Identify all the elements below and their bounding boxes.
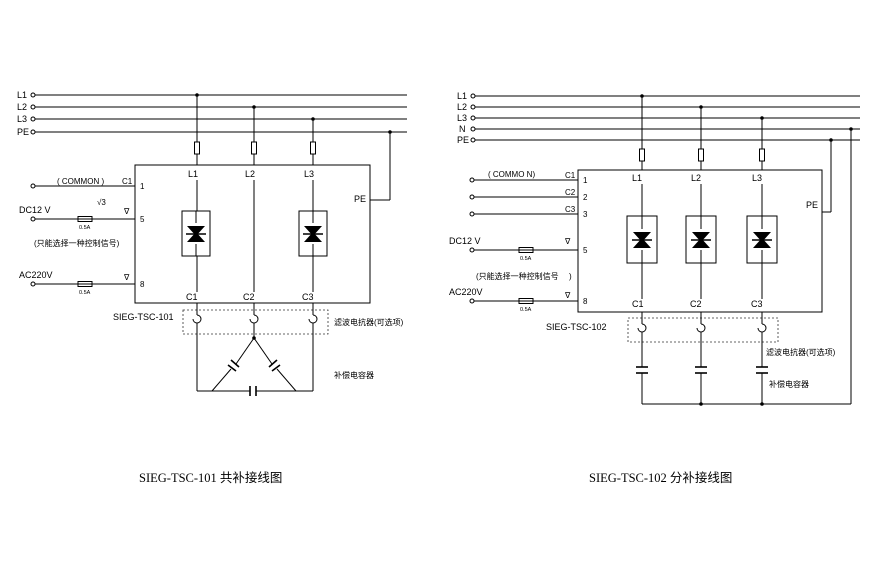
model-label: SIEG-TSC-101 bbox=[113, 312, 174, 322]
output-label-c1: C1 bbox=[186, 292, 198, 302]
output-label-c2: C2 bbox=[243, 292, 255, 302]
thyristor-icon bbox=[685, 215, 717, 264]
sqrt3-label: √3 bbox=[97, 198, 106, 207]
caption-tsc-101: SIEG-TSC-101 共补接线图 bbox=[139, 470, 282, 485]
fuse-l2 bbox=[251, 141, 257, 155]
pe-terminal-label: PE bbox=[806, 200, 818, 210]
bus-label-pe: PE bbox=[17, 127, 29, 137]
output-label-c3: C3 bbox=[302, 292, 314, 302]
pin-3: 3 bbox=[583, 210, 588, 219]
pin-5: 5 bbox=[583, 246, 588, 255]
model-label: SIEG-TSC-102 bbox=[546, 322, 607, 332]
fuse-l3 bbox=[310, 141, 316, 155]
fuse-l3 bbox=[759, 148, 765, 162]
input-terminal bbox=[30, 281, 36, 287]
pin-2: 2 bbox=[583, 193, 588, 202]
reactor-label: 滤波电抗器(可选项) bbox=[334, 317, 404, 327]
dc12v-label: DC12 V bbox=[449, 236, 481, 246]
pin-1: 1 bbox=[140, 182, 145, 191]
bus-label-l2: L2 bbox=[17, 102, 27, 112]
diagram-tsc-101: L1 L2 L3 PE PE L1 bbox=[17, 90, 407, 485]
pin-v2-label: ∇ bbox=[564, 291, 571, 300]
capacitor-label: 补偿电容器 bbox=[334, 370, 374, 380]
bus-label-l1: L1 bbox=[17, 90, 27, 100]
thyristor-icon bbox=[746, 215, 778, 264]
phase-label-l3: L3 bbox=[304, 169, 314, 179]
fuse-l2 bbox=[698, 148, 704, 162]
fuse-ac bbox=[77, 281, 93, 287]
caption-tsc-102: SIEG-TSC-102 分补接线图 bbox=[589, 470, 732, 485]
output-label-c2: C2 bbox=[690, 299, 702, 309]
module-box-tsc-101 bbox=[134, 164, 371, 304]
fuse-l1 bbox=[639, 148, 645, 162]
ac220v-label: AC220V bbox=[19, 270, 53, 280]
reactor-coil-icon bbox=[696, 323, 706, 333]
c2-label: C2 bbox=[565, 188, 576, 197]
fuse-l1 bbox=[194, 141, 200, 155]
bus-label-l3: L3 bbox=[457, 113, 467, 123]
reactor-coil-icon bbox=[249, 314, 259, 324]
reactor-label: 滤波电抗器(可选项) bbox=[766, 347, 836, 357]
bus-label-l3: L3 bbox=[17, 114, 27, 124]
reactor-box bbox=[627, 317, 779, 343]
ac220v-label: AC220V bbox=[449, 287, 483, 297]
output-label-c3: C3 bbox=[751, 299, 763, 309]
thyristor-icon bbox=[626, 215, 658, 264]
pin-5: 5 bbox=[140, 215, 145, 224]
thyristor-icon bbox=[181, 210, 211, 257]
bus-label-l2: L2 bbox=[457, 102, 467, 112]
fuse-dc-rating: 0.5A bbox=[79, 225, 91, 231]
pin-v2-label: ∇ bbox=[123, 273, 130, 282]
bus-terminal bbox=[30, 104, 36, 110]
control-signal-note-close: ) bbox=[569, 272, 572, 281]
bus-label-pe: PE bbox=[457, 135, 469, 145]
output-label-c1: C1 bbox=[632, 299, 644, 309]
diagram-tsc-102: L1 L2 L3 N PE PE L1 bbox=[449, 91, 860, 485]
input-terminal bbox=[30, 183, 36, 189]
control-signal-note: (只能选择一种控制信号 bbox=[476, 271, 559, 281]
c3-label: C3 bbox=[565, 205, 576, 214]
bus-terminal bbox=[30, 116, 36, 122]
pe-terminal-label: PE bbox=[354, 194, 366, 204]
c1-label: C1 bbox=[122, 177, 133, 186]
reactor-coil-icon bbox=[192, 314, 202, 324]
reactor-coil-icon bbox=[637, 323, 647, 333]
fuse-ac bbox=[518, 298, 534, 304]
fuse-dc bbox=[77, 216, 93, 222]
common-label: ( COMMON ) bbox=[57, 177, 104, 186]
fuse-dc bbox=[518, 247, 534, 253]
reactor-box bbox=[182, 309, 329, 335]
input-terminal bbox=[30, 216, 36, 222]
reactor-coil-icon bbox=[757, 323, 767, 333]
phase-label-l2: L2 bbox=[691, 173, 701, 183]
pin-v-label: ∇ bbox=[564, 237, 571, 246]
pin-8: 8 bbox=[140, 280, 145, 289]
pin-1: 1 bbox=[583, 176, 588, 185]
fuse-dc-rating: 0.5A bbox=[520, 256, 532, 262]
bus-label-n: N bbox=[459, 124, 466, 134]
fuse-ac-rating: 0.5A bbox=[520, 307, 532, 313]
pin-v-label: ∇ bbox=[123, 207, 130, 216]
phase-label-l3: L3 bbox=[752, 173, 762, 183]
phase-label-l2: L2 bbox=[245, 169, 255, 179]
bus-terminal bbox=[30, 92, 36, 98]
phase-label-l1: L1 bbox=[188, 169, 198, 179]
pin-8: 8 bbox=[583, 297, 588, 306]
common-label: ( COMMO N) bbox=[488, 170, 535, 179]
dc12v-label: DC12 V bbox=[19, 205, 51, 215]
capacitor-label: 补偿电容器 bbox=[769, 379, 809, 389]
module-box-tsc-102 bbox=[577, 169, 823, 313]
thyristor-icon bbox=[298, 210, 328, 257]
reactor-coil-icon bbox=[308, 314, 318, 324]
control-signal-note: (只能选择一种控制信号) bbox=[34, 238, 120, 248]
fuse-ac-rating: 0.5A bbox=[79, 290, 91, 296]
phase-label-l1: L1 bbox=[632, 173, 642, 183]
bus-terminal bbox=[30, 129, 36, 135]
c1-label: C1 bbox=[565, 171, 576, 180]
bus-label-l1: L1 bbox=[457, 91, 467, 101]
